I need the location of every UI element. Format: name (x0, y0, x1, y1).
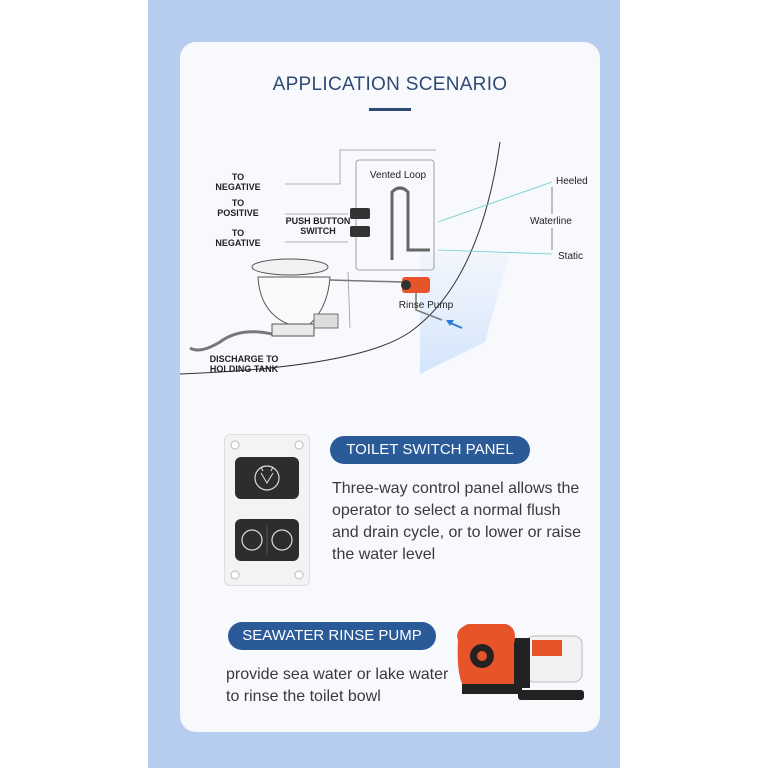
static-line (437, 249, 553, 255)
label-to-negative-2a: TO (232, 228, 244, 238)
label-discharge-b: HOLDING TANK (210, 364, 279, 374)
rinse-pump-heading: SEAWATER RINSE PUMP (228, 622, 436, 650)
label-push-button-a: PUSH BUTTON (286, 216, 351, 226)
switch-panel-image (224, 434, 310, 586)
label-to-positive-a: TO (232, 198, 244, 208)
label-vented-loop: Vented Loop (370, 170, 427, 181)
toilet-motor (313, 313, 339, 329)
vented-loop-pipe (390, 186, 430, 260)
label-to-negative-1b: NEGATIVE (215, 182, 260, 192)
hull-line (180, 142, 501, 375)
deer-icon-2 (241, 529, 263, 551)
title-underline (369, 108, 411, 111)
label-to-negative-1a: TO (232, 172, 244, 182)
label-heeled: Heeled (556, 176, 588, 187)
discharge-hose (189, 330, 273, 352)
water-area (420, 252, 510, 374)
label-rinse-pump: Rinse Pump (399, 300, 454, 311)
deer-icon-1 (254, 465, 280, 491)
rinse-pump-image (457, 624, 584, 700)
switch-panel-heading: TOILET SWITCH PANEL (330, 436, 530, 464)
content-card: APPLICATION SCENARIO (180, 42, 600, 732)
push-button-up (350, 208, 370, 219)
push-button-down (350, 226, 370, 237)
label-waterline: Waterline (530, 216, 572, 227)
page-title: APPLICATION SCENARIO (272, 74, 508, 95)
flush-button (235, 457, 299, 499)
rinse-pump-description: provide sea water or lake water to rinse… (226, 666, 449, 705)
label-to-negative-2b: NEGATIVE (215, 238, 260, 248)
label-discharge-a: DISCHARGE TO (210, 354, 279, 364)
heeled-line (437, 181, 553, 223)
deer-icon-3 (271, 529, 293, 551)
label-static: Static (558, 251, 583, 262)
pump-base (518, 690, 584, 700)
label-to-positive-b: POSITIVE (217, 208, 259, 218)
toilet-installation-diagram: TO NEGATIVE TO POSITIVE TO NEGATIVE PUSH… (180, 142, 588, 375)
toilet-seat (251, 258, 329, 276)
switch-panel-description: Three-way control panel allows the opera… (332, 480, 581, 563)
label-push-button-b: SWITCH (300, 226, 336, 236)
